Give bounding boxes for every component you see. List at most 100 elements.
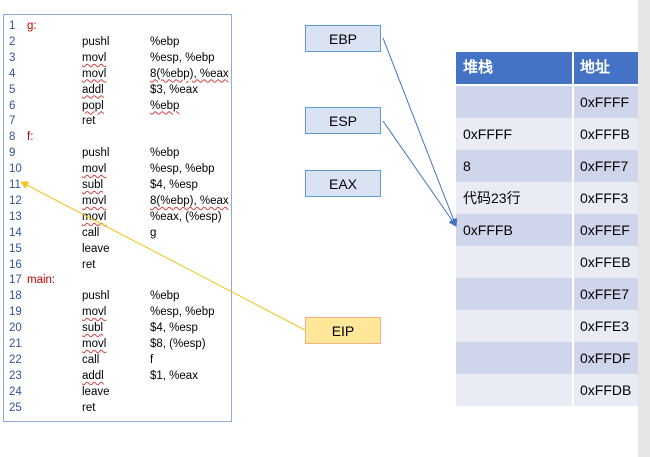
- ebp-pointer-arrow: [382, 37, 458, 227]
- line-number: 22: [9, 353, 22, 366]
- instruction-mnemonic: subl: [82, 322, 104, 335]
- stack-table-row: 0xFFDF: [456, 342, 642, 374]
- line-number: 8: [9, 131, 16, 144]
- line-number: 17: [9, 274, 22, 287]
- line-number: 4: [9, 67, 16, 80]
- instruction-mnemonic: ret: [82, 258, 96, 271]
- line-number: 2: [9, 35, 16, 48]
- stack-table-row: 0xFFDB: [456, 374, 642, 406]
- function-label: f:: [27, 131, 34, 144]
- code-line: 2 pushl %ebp: [9, 34, 179, 50]
- instruction-operands: %esp, %ebp: [150, 163, 215, 176]
- instruction-operands: %esp, %ebp: [150, 51, 215, 64]
- instruction-operands: 8(%ebp), %eax: [150, 194, 229, 207]
- instruction-mnemonic: leave: [82, 242, 110, 255]
- line-number: 7: [9, 115, 16, 128]
- stack-table-row: 0xFFE3: [456, 310, 642, 342]
- line-number: 11: [9, 179, 21, 191]
- instruction-mnemonic: pushl: [82, 147, 110, 160]
- line-number: 25: [9, 401, 22, 414]
- stack-column-header: 堆栈: [456, 52, 572, 84]
- instruction-operands: %ebp: [150, 99, 180, 112]
- stack-value-cell: [456, 342, 572, 374]
- instruction-operands: %ebp: [150, 35, 180, 48]
- stack-table-row: 0xFFEB: [456, 246, 642, 278]
- line-number: 16: [9, 258, 22, 271]
- instruction-operands: %eax, (%esp): [150, 210, 222, 223]
- esp-register-label: ESP: [328, 112, 357, 129]
- instruction-mnemonic: call: [82, 353, 100, 366]
- address-column-header: 地址: [574, 52, 642, 84]
- code-line: 24 leave: [9, 384, 110, 400]
- line-number: 10: [9, 163, 22, 176]
- instruction-operands: g: [150, 226, 157, 239]
- line-number: 18: [9, 290, 22, 303]
- instruction-mnemonic: movl: [82, 338, 107, 350]
- code-line: 15 leave: [9, 241, 110, 257]
- stack-table-row: 0xFFE7: [456, 278, 642, 310]
- instruction-mnemonic: pushl: [82, 35, 110, 48]
- stack-value-cell: [456, 278, 572, 310]
- code-line: 1 g:: [9, 18, 37, 34]
- stack-value-cell: [456, 374, 572, 406]
- function-label: main:: [27, 274, 56, 287]
- line-number: 6: [9, 99, 16, 112]
- instruction-mnemonic: leave: [82, 385, 110, 398]
- stack-value-cell: 8: [456, 150, 572, 182]
- line-number: 20: [9, 322, 22, 335]
- line-number: 3: [9, 51, 16, 64]
- code-line: 12 movl 8(%ebp), %eax: [9, 193, 229, 209]
- instruction-operands: $8, (%esp): [150, 338, 206, 350]
- instruction-operands: f: [150, 353, 154, 366]
- eip-pointer-arrow: [20, 181, 306, 331]
- instruction-operands: %esp, %ebp: [150, 306, 215, 319]
- line-number: 9: [9, 147, 16, 160]
- line-number: 12: [9, 194, 22, 207]
- stack-address-cell: 0xFFEB: [574, 246, 642, 278]
- instruction-mnemonic: movl: [82, 194, 107, 207]
- line-number: 15: [9, 242, 22, 255]
- code-line: 21 movl $8, (%esp): [9, 336, 206, 352]
- function-label: g:: [27, 20, 37, 32]
- esp-register-box: ESP: [305, 107, 381, 134]
- stack-value-cell: [456, 310, 572, 342]
- code-line: 8 f:: [9, 129, 33, 145]
- stack-address-cell: 0xFFF3: [574, 182, 642, 214]
- line-number: 19: [9, 306, 22, 319]
- stack-value-cell: [456, 246, 572, 278]
- stack-table-header: 堆栈 地址: [456, 52, 642, 84]
- stack-value-cell: 0xFFFF: [456, 118, 572, 150]
- instruction-operands: 8(%ebp), %eax: [150, 67, 229, 80]
- stack-value-cell: 代码23行: [456, 182, 572, 214]
- line-number: 14: [9, 226, 22, 239]
- stack-address-cell: 0xFFFB: [574, 118, 642, 150]
- stack-address-cell: 0xFFE3: [574, 310, 642, 342]
- stack-table-row: 0xFFFF: [456, 86, 642, 118]
- instruction-operands: $4, %esp: [150, 179, 198, 191]
- instruction-mnemonic: movl: [82, 210, 107, 223]
- instruction-operands: $3, %eax: [150, 83, 198, 96]
- line-number: 21: [9, 338, 22, 350]
- instruction-mnemonic: addl: [82, 369, 104, 382]
- vertical-scrollbar[interactable]: [638, 0, 650, 457]
- instruction-mnemonic: movl: [82, 51, 107, 64]
- instruction-mnemonic: addl: [82, 83, 104, 96]
- eip-register-box: EIP: [305, 317, 381, 344]
- stack-address-cell: 0xFFE7: [574, 278, 642, 310]
- line-number: 1: [9, 20, 16, 32]
- code-line: 17 main:: [9, 272, 55, 288]
- ebp-register-label: EBP: [328, 30, 357, 47]
- line-number: 24: [9, 385, 22, 398]
